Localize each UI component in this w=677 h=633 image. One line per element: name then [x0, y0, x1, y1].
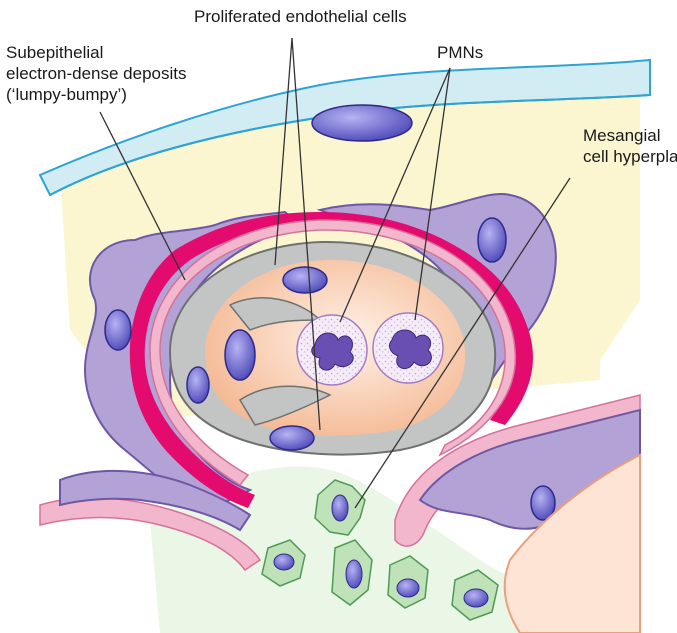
podocyte-nucleus [478, 218, 506, 262]
endothelial-nucleus [283, 267, 327, 293]
label-mesangial-line-2: cell hyperplasia [583, 146, 677, 167]
label-mesangial-hyperplasia: Mesangial cell hyperplasia [583, 125, 677, 167]
label-proliferated-endothelial-cells: Proliferated endothelial cells [194, 6, 407, 27]
label-subepithelial-line-1: Subepithelial [6, 42, 187, 63]
label-subepithelial-deposits: Subepithelial electron-dense deposits (‘… [6, 42, 187, 105]
endothelial-nucleus [225, 330, 255, 380]
label-subepithelial-line-3: (‘lumpy-bumpy’) [6, 84, 187, 105]
label-pmns: PMNs [437, 42, 483, 63]
pmn-cell [373, 313, 443, 383]
endothelial-nucleus [270, 426, 314, 450]
label-subepithelial-line-2: electron-dense deposits [6, 63, 187, 84]
endothelial-nucleus [187, 367, 209, 403]
podocyte-nucleus [105, 310, 131, 350]
parietal-cell-nucleus [312, 105, 412, 141]
pmn-cell [297, 315, 367, 385]
label-mesangial-line-1: Mesangial [583, 125, 677, 146]
